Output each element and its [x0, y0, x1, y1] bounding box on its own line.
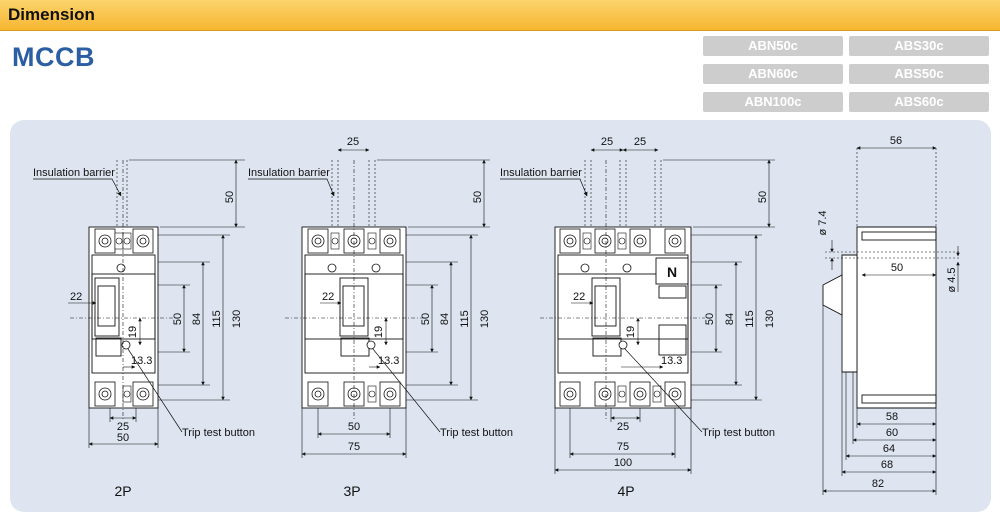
trip-test-label: Trip test button: [182, 427, 255, 439]
dim-width: 100: [614, 457, 632, 469]
dim-19: 19: [373, 326, 385, 338]
model-badge: ABS60c: [849, 92, 989, 112]
dim-50: 50: [420, 313, 432, 325]
view-4p: N: [500, 136, 776, 499]
dim-side-50: 50: [891, 262, 903, 274]
dim-84: 84: [191, 313, 203, 325]
trip-test-button: [366, 340, 376, 350]
dim-19: 19: [625, 326, 637, 338]
dim-pitch-top: 25: [347, 136, 359, 148]
dim-width: 50: [117, 432, 129, 444]
dim-13-3: 13.3: [661, 355, 682, 367]
dim-64: 64: [883, 443, 895, 455]
dim-hole-7-4: ø 7.4: [817, 210, 829, 235]
dim-22: 22: [70, 291, 82, 303]
view-2p: Insulation barrier 50 50 84 115 130 22: [33, 159, 255, 499]
dim-130: 130: [479, 310, 491, 328]
view-label: 3P: [343, 483, 360, 499]
insulation-barrier-label: Insulation barrier: [248, 167, 330, 179]
dim-115: 115: [459, 310, 471, 328]
dim-84: 84: [724, 313, 736, 325]
dim-13-3: 13.3: [131, 355, 152, 367]
view-side: 56 ø 7.4 ø 4.5 50 58 60 64 68 82: [817, 135, 960, 495]
view-3p: 25 Insulation barrier 50 50 84 115 130 2…: [248, 136, 513, 499]
dim-82: 82: [872, 478, 884, 490]
model-badge: ABS50c: [849, 64, 989, 84]
drawing-panel: [10, 120, 991, 512]
side-outline: [822, 226, 937, 409]
section-title: Dimension: [8, 5, 95, 24]
dim-19: 19: [127, 326, 139, 338]
dim-50-top: 50: [757, 191, 769, 203]
dim-hole-4-5: ø 4.5: [946, 267, 958, 292]
view-label: 2P: [114, 483, 131, 499]
product-title: MCCB: [12, 42, 95, 72]
dim-84: 84: [439, 313, 451, 325]
model-badge: ABN60c: [703, 64, 843, 84]
section-banner: Dimension: [0, 0, 1000, 31]
dim-50-top: 50: [472, 191, 484, 203]
dim-50-top: 50: [224, 191, 236, 203]
dim-130: 130: [231, 310, 243, 328]
dim-115: 115: [744, 310, 756, 328]
model-badge: ABN100c: [703, 92, 843, 112]
trip-test-label: Trip test button: [440, 427, 513, 439]
trip-test-button: [618, 340, 628, 350]
dim-50: 50: [704, 313, 716, 325]
dim-pitch: 25: [617, 421, 629, 433]
model-badge: ABS30c: [849, 36, 989, 56]
dim-130: 130: [764, 310, 776, 328]
dim-pitch: 25: [117, 421, 129, 433]
dim-22: 22: [322, 291, 334, 303]
model-badge: ABN50c: [703, 36, 843, 56]
insulation-barrier-label: Insulation barrier: [500, 167, 582, 179]
dim-width: 75: [348, 441, 360, 453]
dim-inner-width: 50: [348, 421, 360, 433]
dim-115: 115: [211, 310, 223, 328]
dim-58: 58: [886, 411, 898, 423]
breaker-outline: [554, 226, 692, 409]
dim-pitch-top: 25: [601, 136, 613, 148]
breaker-outline: [88, 226, 159, 409]
breaker-outline: [301, 226, 407, 409]
trip-test-button: [121, 340, 131, 350]
trip-test-label: Trip test button: [702, 427, 775, 439]
dim-13-3: 13.3: [378, 355, 399, 367]
model-badges: ABN50c ABS30c ABN60c ABS50c ABN100c ABS6…: [703, 36, 991, 112]
dim-inner-width: 75: [617, 441, 629, 453]
dim-56: 56: [890, 135, 902, 147]
dim-22: 22: [573, 291, 585, 303]
dim-50: 50: [172, 313, 184, 325]
neutral-mark: N: [667, 264, 677, 280]
dim-pitch-top: 25: [634, 136, 646, 148]
dim-68: 68: [881, 459, 893, 471]
view-label: 4P: [617, 483, 634, 499]
insulation-barrier-label: Insulation barrier: [33, 167, 115, 179]
dim-60: 60: [886, 427, 898, 439]
